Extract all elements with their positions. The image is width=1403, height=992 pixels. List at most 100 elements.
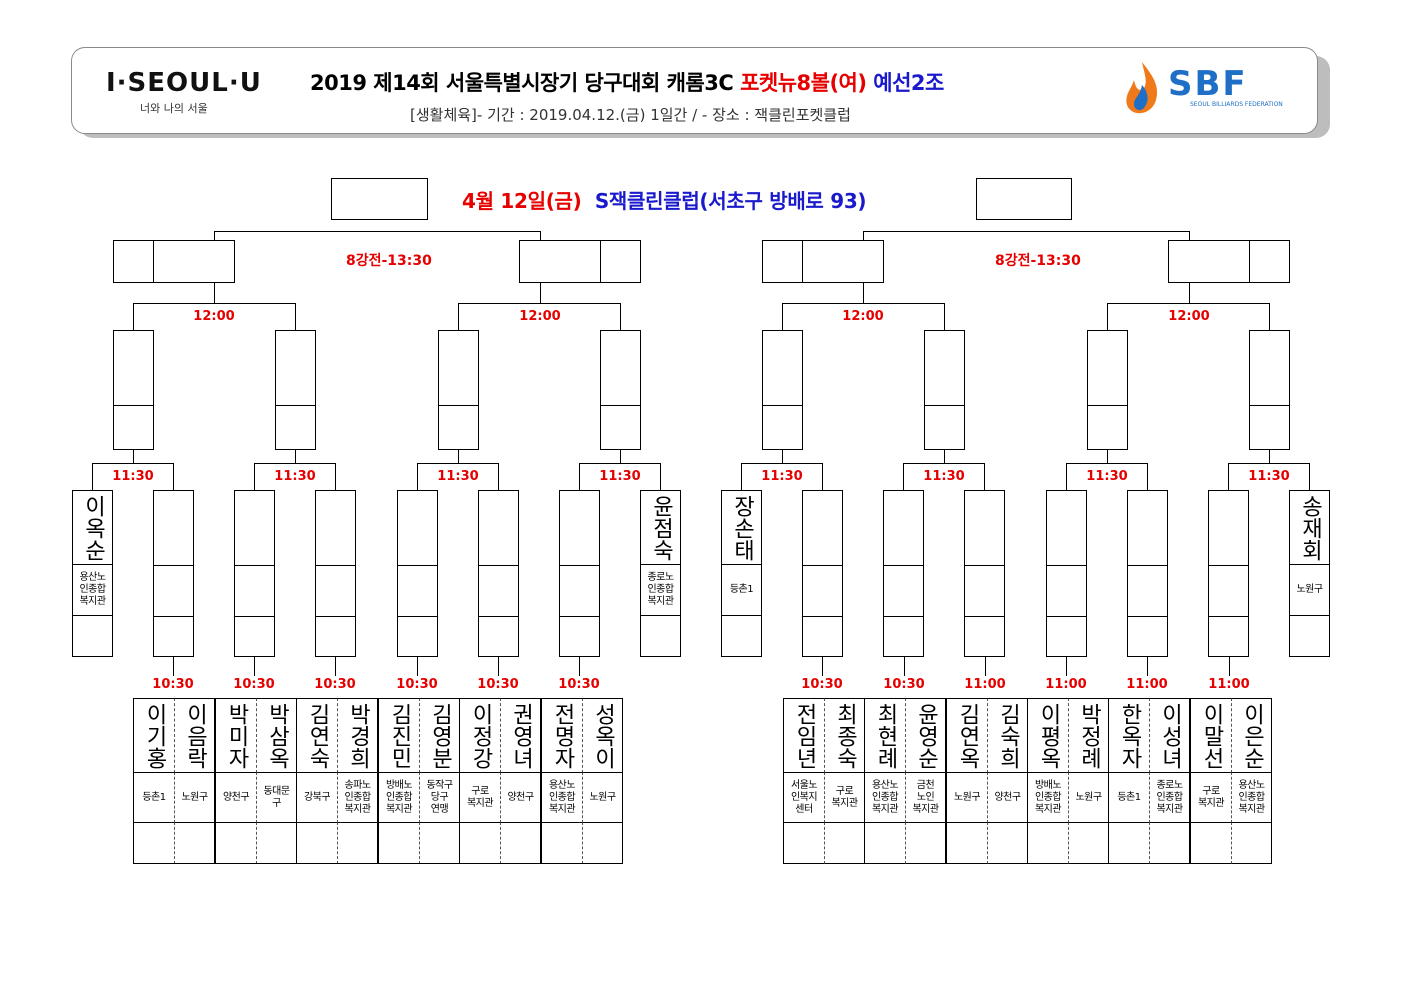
player-name: 김연옥 — [955, 702, 980, 769]
player-score-cell — [378, 822, 420, 864]
page-subtitle: [생활체육]- 기간 : 2019.04.12.(금) 1일간 / - 장소 :… — [410, 106, 851, 124]
bracket-line — [985, 657, 986, 676]
round2-box — [113, 330, 154, 406]
bracket-line — [660, 463, 661, 491]
player-name-cell: 성옥이 — [582, 698, 623, 773]
player-name-cell: 한옥자 — [1108, 698, 1150, 773]
round1-box — [883, 490, 924, 566]
player-name: 김진민 — [387, 702, 412, 769]
player-organization: 노원구 — [582, 772, 623, 823]
round2-box — [924, 405, 965, 450]
venue-place: S잭클린클럽(서초구 방배로 93) — [594, 189, 867, 213]
player-organization: 구로 복지관 — [459, 772, 501, 823]
round1-box — [1046, 616, 1087, 657]
player-name: 윤영순 — [913, 702, 939, 769]
round1-box — [315, 490, 356, 566]
player-name: 전명자 — [550, 702, 575, 769]
player-score-cell — [133, 822, 175, 864]
bracket-line — [903, 463, 904, 491]
final-box-right — [976, 178, 1072, 220]
bracket-line — [417, 463, 418, 491]
sbf-flame-icon — [1126, 62, 1158, 114]
round-time-label: 12:00 — [1159, 308, 1219, 326]
player-name-cell: 전명자 — [541, 698, 583, 773]
player-score-cell — [1108, 822, 1150, 864]
player-organization: 양천구 — [215, 772, 257, 823]
round2-box — [113, 405, 154, 450]
bracket-line — [1189, 283, 1190, 304]
player-name: 박정례 — [1076, 702, 1102, 769]
bracket-line — [944, 450, 945, 464]
round1-box — [1127, 490, 1168, 566]
bracket-line — [1107, 450, 1108, 464]
round2-box — [438, 330, 479, 406]
round1-box — [1127, 565, 1168, 617]
round-time-label: 10:30 — [224, 676, 284, 694]
round1-box — [1208, 490, 1249, 566]
bracket-line — [1066, 657, 1067, 676]
player-organization: 종로노 인종합 복지관 — [1149, 772, 1190, 823]
bracket-line — [335, 657, 336, 676]
seed-player-right-outer: 송재회 — [1289, 490, 1330, 565]
player-name: 권영녀 — [508, 702, 534, 769]
seed-player-left-outer: 이옥순 — [72, 490, 113, 565]
player-name: 김연숙 — [305, 702, 330, 769]
round-time-label: 10:30 — [874, 676, 934, 694]
bracket-line — [863, 231, 864, 241]
qf-box — [600, 240, 641, 283]
player-organization: 양천구 — [987, 772, 1028, 823]
header-panel — [71, 47, 1318, 134]
player-score-cell — [905, 822, 946, 864]
round1-box — [478, 490, 519, 566]
round1-box — [1046, 490, 1087, 566]
round2-box — [1249, 330, 1290, 406]
bracket-line — [540, 283, 541, 304]
round1-box — [1208, 616, 1249, 657]
sbf-logo-text: SBF — [1168, 64, 1248, 104]
seed-score-cell — [1289, 615, 1330, 657]
round1-box — [1208, 565, 1249, 617]
bracket-line — [822, 657, 823, 676]
player-name-cell: 이말선 — [1190, 698, 1232, 773]
seed-player-name: 윤점숙 — [648, 494, 674, 561]
bracket-line — [1066, 463, 1067, 491]
bracket-line — [579, 657, 580, 676]
player-score-cell — [1149, 822, 1190, 864]
qf-box — [1168, 240, 1250, 283]
round-time-label: 10:30 — [143, 676, 203, 694]
round-time-label: 11:30 — [103, 468, 163, 486]
bracket-line — [1107, 303, 1270, 304]
player-organization: 노원구 — [1068, 772, 1109, 823]
bracket-line — [1229, 657, 1230, 676]
player-score-cell — [1068, 822, 1109, 864]
player-name-cell: 권영녀 — [500, 698, 541, 773]
player-name-cell: 최현례 — [864, 698, 906, 773]
player-organization: 양천구 — [500, 772, 541, 823]
player-name-cell: 전임년 — [783, 698, 825, 773]
bracket-line — [133, 303, 134, 331]
round1-box — [1127, 616, 1168, 657]
bracket-line — [498, 463, 499, 491]
round1-box — [234, 616, 275, 657]
round1-box — [153, 616, 194, 657]
seed-player-organization: 종로노 인종합 복지관 — [640, 564, 681, 616]
bracket-line — [1107, 303, 1108, 331]
player-score-cell — [459, 822, 501, 864]
player-name: 이평옥 — [1036, 702, 1061, 769]
seed-player-name: 송재회 — [1297, 494, 1323, 561]
round-time-label: 11:00 — [1117, 676, 1177, 694]
seed-score-cell — [72, 615, 113, 657]
player-name-cell: 박삼옥 — [256, 698, 297, 773]
round-time-label: 10:30 — [549, 676, 609, 694]
player-name-cell: 박미자 — [215, 698, 257, 773]
round2-box — [600, 330, 641, 406]
bracket-line — [1228, 463, 1229, 491]
bracket-line — [295, 303, 296, 331]
quarterfinal-time-label: 8강전-13:30 — [995, 252, 1081, 270]
